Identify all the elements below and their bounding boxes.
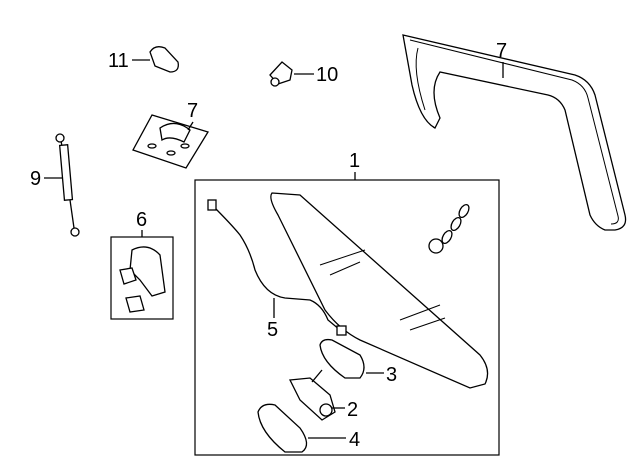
part-9-support-strut[interactable] [55,133,80,237]
part-5-wire-harness[interactable] [207,199,347,336]
callout-4: 4 [349,429,360,451]
glass-fasteners [428,203,470,254]
callout-5: 5 [267,319,278,341]
callout-10: 10 [316,64,338,86]
part-10-bumper[interactable] [269,61,293,87]
part-8-weatherstrip[interactable] [402,34,627,231]
callout-1: 1 [349,150,360,172]
callout-7: 7 [187,100,198,122]
callout-8: 7 [496,40,507,62]
callout-6: 6 [136,209,147,231]
callout-2: 2 [347,399,358,421]
part-3-hinge-cover[interactable] [319,338,365,379]
part-11-latch-striker[interactable] [149,46,179,73]
callout-3: 3 [386,364,397,386]
callout-9: 9 [30,168,41,190]
part-4-lower-cover[interactable] [257,403,308,453]
part-2-wiper-motor[interactable] [288,369,336,421]
part-7-hinge-kit[interactable] [132,114,209,169]
part-6-hinge-bracket[interactable] [119,246,166,313]
callout-11: 11 [108,50,129,72]
part-1-glass[interactable] [270,192,489,389]
leader-7 [187,121,194,131]
assembly-box-1 [194,179,500,456]
